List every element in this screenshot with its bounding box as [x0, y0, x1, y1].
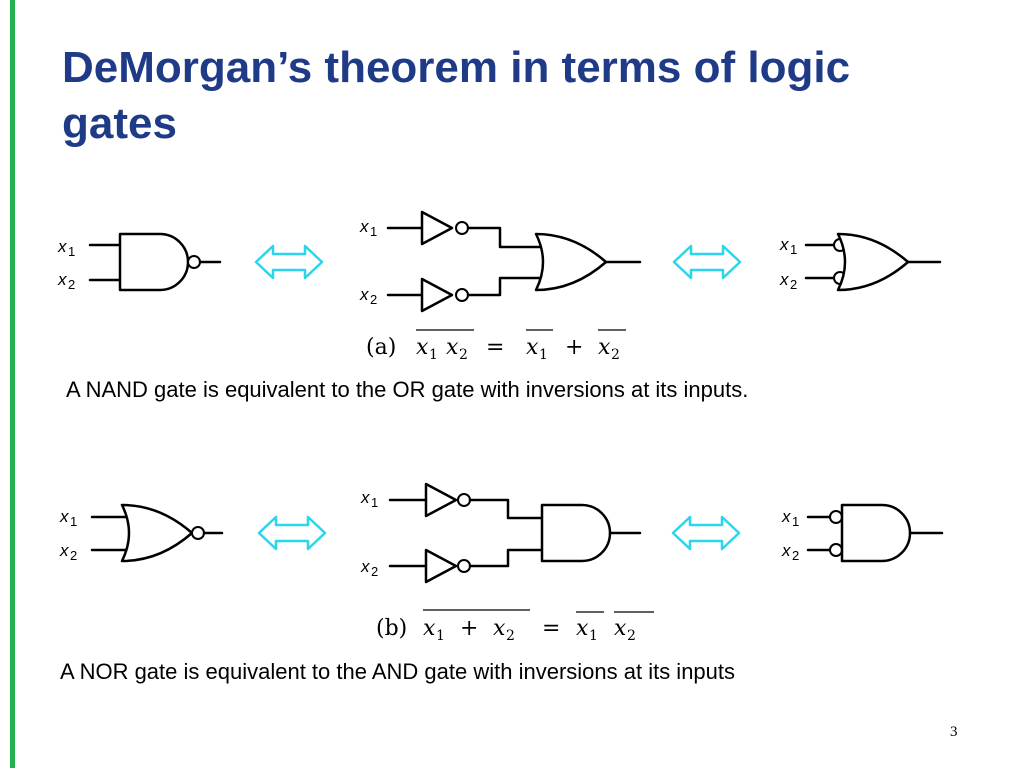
svg-text:1: 1: [429, 347, 438, 363]
svg-text:2: 2: [627, 628, 636, 644]
svg-text:x: x: [779, 235, 789, 254]
svg-text:x: x: [57, 237, 67, 256]
svg-text:1: 1: [371, 495, 378, 510]
accent-bar: [10, 0, 15, 768]
svg-text:2: 2: [371, 564, 378, 579]
svg-text:1: 1: [539, 347, 548, 363]
or-gate-inverted-inputs-a: [804, 232, 942, 292]
svg-text:+: +: [460, 616, 478, 641]
inverted-input-and-network-b: [388, 482, 642, 584]
svg-text:x: x: [416, 335, 429, 360]
svg-text:2: 2: [68, 277, 75, 292]
svg-text:2: 2: [506, 628, 515, 644]
inverted-input-or-network-a: [386, 210, 642, 313]
svg-text:(a): (a): [366, 335, 396, 360]
page-title: DeMorgan’s theorem in terms of logic gat…: [62, 43, 851, 148]
svg-text:2: 2: [792, 548, 799, 563]
nand-equivalence-caption: A NAND gate is equivalent to the OR gate…: [66, 377, 749, 402]
svg-text:x: x: [359, 217, 369, 236]
svg-text:x: x: [493, 616, 506, 641]
svg-text:2: 2: [70, 548, 77, 563]
svg-text:1: 1: [436, 628, 445, 644]
and-gate-inverted-inputs-b: [806, 503, 944, 563]
nor-gate-b: [90, 503, 224, 563]
svg-text:+: +: [565, 335, 583, 360]
nand-gate-a: [88, 232, 222, 292]
svg-text:2: 2: [459, 347, 468, 363]
svg-text:x: x: [576, 616, 589, 641]
svg-text:2: 2: [370, 292, 377, 307]
svg-text:1: 1: [68, 244, 75, 259]
nor-equivalence-caption: A NOR gate is equivalent to the AND gate…: [60, 659, 736, 684]
svg-text:x: x: [781, 507, 791, 526]
svg-text:x: x: [446, 335, 459, 360]
svg-text:x: x: [423, 616, 436, 641]
double-headed-arrow-icon: [671, 515, 741, 551]
svg-text:x: x: [781, 541, 791, 560]
svg-text:x: x: [779, 270, 789, 289]
svg-text:x: x: [59, 507, 69, 526]
svg-text:1: 1: [70, 514, 77, 529]
svg-text:1: 1: [792, 514, 799, 529]
svg-text:x: x: [598, 335, 611, 360]
svg-text:1: 1: [370, 224, 377, 239]
svg-text:(b): (b): [376, 616, 407, 641]
svg-text:1: 1: [790, 242, 797, 257]
svg-text:1: 1: [589, 628, 598, 644]
svg-text:x: x: [526, 335, 539, 360]
svg-text:2: 2: [790, 277, 797, 292]
double-headed-arrow-icon: [254, 244, 324, 280]
svg-text:=: =: [486, 335, 504, 360]
svg-text:x: x: [614, 616, 627, 641]
double-headed-arrow-icon: [257, 515, 327, 551]
svg-text:x: x: [360, 557, 370, 576]
double-headed-arrow-icon: [672, 244, 742, 280]
svg-text:x: x: [57, 270, 67, 289]
svg-text:x: x: [359, 285, 369, 304]
svg-text:x: x: [360, 488, 370, 507]
svg-text:=: =: [542, 616, 560, 641]
svg-text:x: x: [59, 541, 69, 560]
slide-number: 3: [950, 724, 958, 740]
svg-text:2: 2: [611, 347, 620, 363]
